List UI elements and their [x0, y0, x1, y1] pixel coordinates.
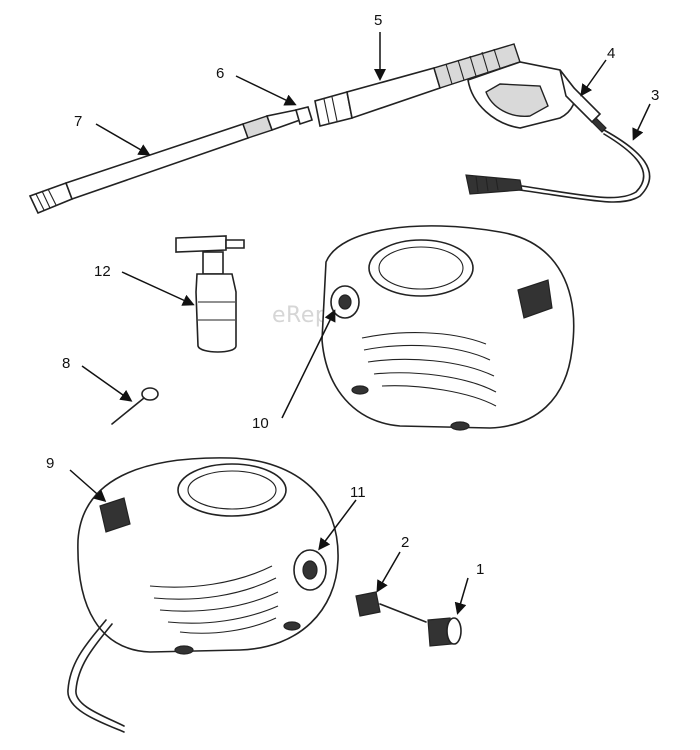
part-inlet-cap — [427, 617, 462, 647]
callout-4: 4 — [607, 45, 615, 62]
callout-10: 10 — [252, 415, 269, 432]
callout-7: 7 — [74, 113, 82, 130]
part-fitting — [355, 591, 427, 623]
callout-9: 9 — [46, 455, 54, 472]
callout-11: 11 — [350, 484, 366, 501]
callout-3: 3 — [651, 87, 659, 104]
part-lance — [28, 109, 302, 215]
part-hose — [465, 129, 651, 203]
callout-6: 6 — [216, 65, 224, 82]
callout-8: 8 — [62, 355, 70, 372]
part-spray-gun — [433, 43, 607, 133]
leader-lines — [69, 32, 651, 615]
part-pressure-washer-rear — [67, 457, 339, 733]
part-o-ring — [111, 387, 159, 425]
part-extension-wand — [314, 67, 441, 127]
callout-2: 2 — [401, 534, 409, 551]
part-connector — [295, 106, 313, 126]
part-pressure-washer-front — [321, 225, 575, 431]
callout-labels: 1 2 3 4 5 6 7 8 9 10 11 12 — [46, 12, 659, 578]
callout-12: 12 — [94, 263, 111, 280]
part-detergent-bottle — [175, 235, 245, 353]
callout-5: 5 — [374, 12, 382, 29]
callout-1: 1 — [476, 561, 484, 578]
